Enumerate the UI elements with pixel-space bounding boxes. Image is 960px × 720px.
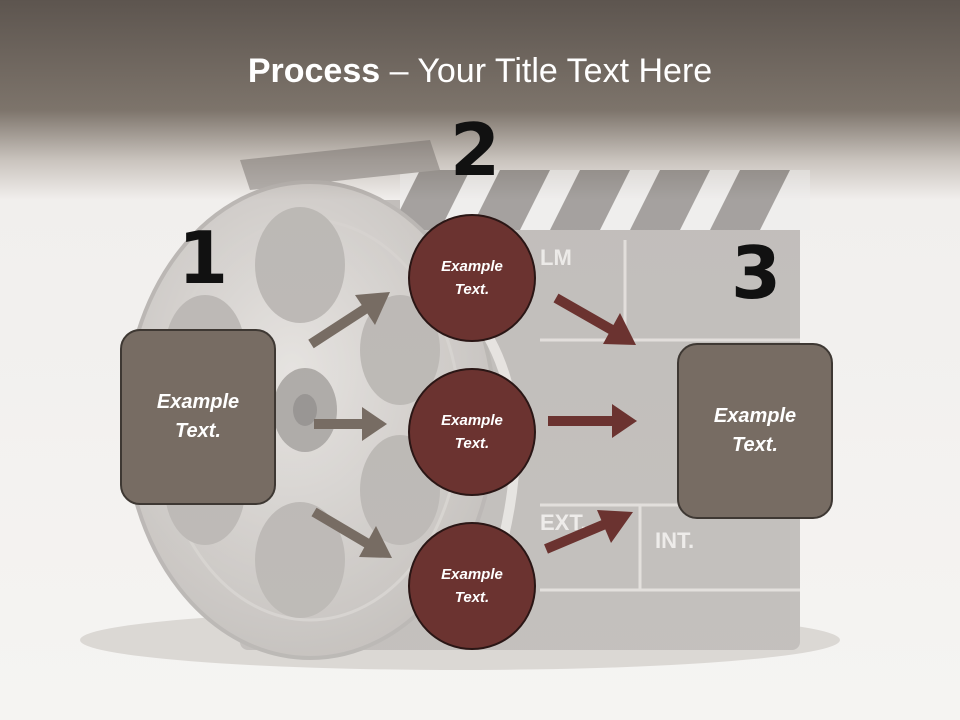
step-number-2: 2 bbox=[450, 108, 501, 192]
step-1-box: Example Text. bbox=[120, 329, 276, 505]
step-3-box-text: Example Text. bbox=[713, 405, 797, 456]
clapper-label-int: INT. bbox=[655, 528, 694, 553]
slide-title: Process – Your Title Text Here bbox=[0, 52, 960, 91]
step-number-1: 1 bbox=[178, 216, 229, 300]
step-3-box: Example Text. bbox=[677, 343, 833, 519]
slide-title-bold: Process bbox=[247, 52, 381, 90]
arrow-to-circle-3 bbox=[311, 507, 392, 558]
step-1-box-text: Example Text. bbox=[156, 391, 240, 442]
step-number-3: 3 bbox=[731, 231, 782, 315]
step-2-circle-bottom: Example Text. bbox=[408, 522, 536, 650]
clapper-label-lm: LM bbox=[540, 245, 572, 270]
slide-title-rest: – Your Title Text Here bbox=[380, 52, 713, 90]
arrow-from-circle-1 bbox=[553, 293, 636, 345]
arrow-to-circle-1 bbox=[308, 292, 390, 349]
step-2-circle-middle: Example Text. bbox=[408, 368, 536, 496]
circle-top-text: Example Text. bbox=[441, 258, 503, 298]
step-2-circle-top: Example Text. bbox=[408, 214, 536, 342]
arrow-to-circle-2 bbox=[314, 407, 387, 441]
arrow-from-circle-2 bbox=[548, 404, 637, 438]
circle-middle-text: Example Text. bbox=[441, 412, 503, 452]
circle-bottom-text: Example Text. bbox=[441, 566, 503, 606]
arrow-from-circle-3 bbox=[544, 510, 633, 554]
